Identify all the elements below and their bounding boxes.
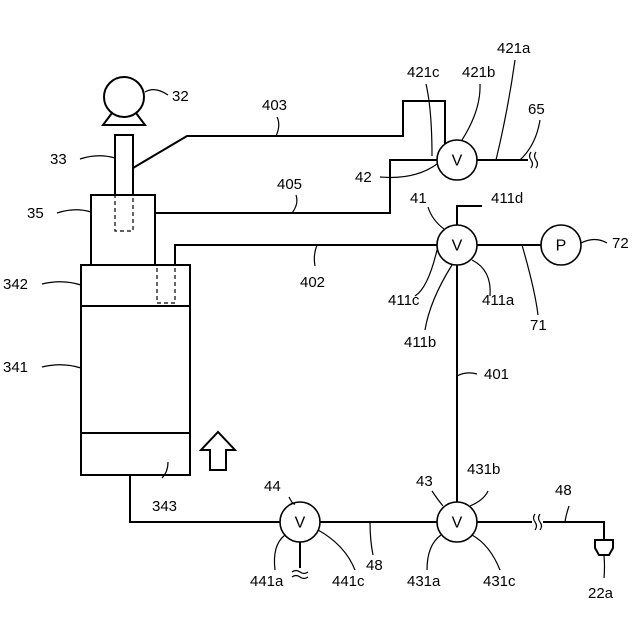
shaft-33 <box>115 135 133 195</box>
label-342: 342 <box>3 276 28 293</box>
pump-72-symbol: P <box>556 238 567 255</box>
label-48-bottom: 48 <box>366 557 383 574</box>
label-48-right: 48 <box>555 482 572 499</box>
break-mark-48 <box>534 514 542 530</box>
break-mark-65 <box>530 152 538 168</box>
label-341: 341 <box>3 359 28 376</box>
label-41: 41 <box>410 190 427 207</box>
motor-icon <box>103 77 145 125</box>
pipe-to-nozzle <box>543 522 604 540</box>
valve-41-symbol: V <box>452 238 463 255</box>
label-405: 405 <box>277 176 302 193</box>
leader-lines <box>42 60 607 578</box>
pipe-402 <box>175 245 437 265</box>
label-33: 33 <box>50 151 67 168</box>
label-411a: 411a <box>482 292 515 309</box>
label-71: 71 <box>530 317 547 334</box>
label-402: 402 <box>300 274 325 291</box>
block-35 <box>91 195 155 265</box>
pipe-403 <box>133 101 445 168</box>
label-431c: 431c <box>483 573 516 590</box>
pipe-411d <box>457 206 482 225</box>
shaft-hidden <box>115 195 133 231</box>
label-403: 403 <box>262 97 287 114</box>
label-65: 65 <box>528 101 545 118</box>
up-arrow-icon <box>201 432 235 470</box>
break-mark-441c <box>292 571 308 579</box>
label-72: 72 <box>612 235 629 252</box>
label-32: 32 <box>172 88 189 105</box>
valve-43-symbol: V <box>452 515 463 532</box>
label-441a: 441a <box>250 573 284 590</box>
label-411b: 411b <box>404 334 436 351</box>
label-421b: 421b <box>462 64 495 81</box>
label-431b: 431b <box>467 461 500 478</box>
label-22a: 22a <box>588 585 614 602</box>
valve-44-symbol: V <box>295 515 306 532</box>
label-343: 343 <box>152 498 177 515</box>
valve-42-symbol: V <box>452 153 463 170</box>
port-hidden <box>157 265 175 303</box>
label-431a: 431a <box>407 573 441 590</box>
label-411d: 411d <box>491 190 523 207</box>
label-421a: 421a <box>497 40 531 57</box>
label-42: 42 <box>355 169 372 186</box>
label-411c: 411c <box>388 292 420 309</box>
label-35: 35 <box>27 205 44 222</box>
label-421c: 421c <box>407 64 440 81</box>
label-43: 43 <box>416 473 433 490</box>
label-401: 401 <box>484 366 509 383</box>
cylinder-body <box>81 265 190 475</box>
label-441c: 441c <box>332 573 365 590</box>
nozzle-icon <box>595 540 613 555</box>
label-44: 44 <box>264 478 281 495</box>
